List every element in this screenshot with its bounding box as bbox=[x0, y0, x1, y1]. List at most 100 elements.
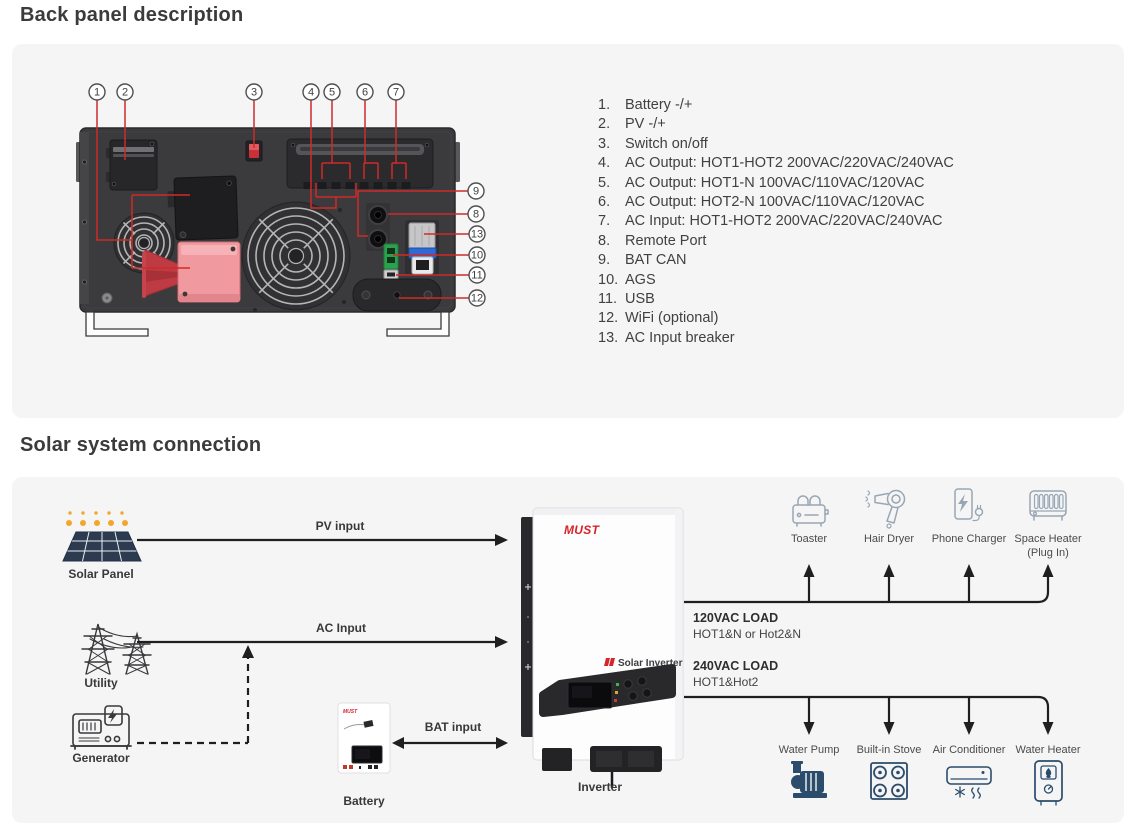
wifi-cover bbox=[352, 278, 442, 312]
water-heater-icon bbox=[1034, 760, 1063, 806]
load-label-hair-dryer: Hair Dryer bbox=[863, 533, 915, 545]
mount-foot-right bbox=[386, 311, 450, 337]
bat-can-port bbox=[368, 229, 388, 249]
legend-item-label: AC Input breaker bbox=[625, 329, 735, 346]
callout-number-13: 13 bbox=[471, 229, 483, 241]
legend-item-number: 1. bbox=[598, 97, 611, 113]
fan-right bbox=[241, 201, 351, 311]
callout-circle-13 bbox=[468, 225, 486, 243]
solar-system-section: MUST MUST Solar Inverter bbox=[12, 477, 1124, 823]
load-label-phone-charger: Phone Charger bbox=[931, 533, 1007, 545]
callout-number-5: 5 bbox=[329, 87, 335, 99]
legend-item-number: 4. bbox=[598, 155, 611, 172]
legend-item-number: 6. bbox=[598, 194, 611, 211]
legend-item: 9.BAT CAN bbox=[598, 251, 954, 270]
usb-port bbox=[383, 269, 399, 280]
legend-item: 10.AGS bbox=[598, 271, 954, 290]
callout-number-10: 10 bbox=[471, 250, 483, 262]
callout-circle-2 bbox=[116, 83, 134, 101]
legend-item: 11.USB bbox=[598, 290, 954, 309]
callout-circle-10 bbox=[468, 246, 486, 264]
back-panel-title: Back panel description bbox=[20, 4, 244, 26]
legend-item: 3.Switch on/off bbox=[598, 135, 954, 154]
generator-dashed-line bbox=[137, 658, 250, 745]
legend-item-number: 5. bbox=[598, 174, 611, 191]
inverter-back-panel bbox=[76, 127, 460, 337]
legend-item: 12.WiFi (optional) bbox=[598, 309, 954, 328]
legend-item: 4. AC Output: HOT1-HOT2 200VAC/220VAC/240… bbox=[598, 154, 954, 173]
generator-icon bbox=[70, 705, 132, 750]
load-label-water-pump: Water Pump bbox=[778, 744, 840, 756]
legend-item-number: 3. bbox=[598, 135, 611, 152]
callout-circle-1 bbox=[88, 83, 106, 101]
solar-system-diagram: MUST MUST Solar Inverter bbox=[62, 488, 1067, 806]
utility-label: Utility bbox=[84, 676, 118, 690]
bat-input-label: BAT input bbox=[424, 720, 482, 734]
legend-item: 7.AC Input: HOT1-HOT2 200VAC/220VAC/240V… bbox=[598, 212, 954, 231]
callout-line-9 bbox=[357, 190, 468, 237]
legend-item-label: AC Output: HOT2-N 100VAC/110VAC/120VAC bbox=[625, 194, 925, 211]
legend-item-label: AC Output: HOT1-HOT2 200VAC/220VAC/240VA… bbox=[625, 155, 954, 172]
load-240v-heading: 240VAC LOAD bbox=[693, 659, 779, 673]
callout-number-3: 3 bbox=[251, 87, 257, 99]
legend-item-number: 13. bbox=[598, 329, 619, 346]
load-label-air-conditioner: Air Conditioner bbox=[932, 744, 1006, 756]
legend-item-label: Battery -/+ bbox=[625, 97, 693, 113]
inverter-front-text: Solar Inverter bbox=[618, 658, 683, 669]
generator-arrowhead bbox=[242, 645, 254, 658]
legend-item-number: 10. bbox=[598, 271, 619, 288]
callout-number-11: 11 bbox=[471, 270, 482, 282]
stove-icon bbox=[870, 762, 908, 800]
load-bus-240v bbox=[684, 695, 1050, 722]
inverter-buttons bbox=[623, 676, 652, 701]
load-label-water-heater: Water Heater bbox=[1015, 744, 1081, 756]
water-pump-icon bbox=[791, 761, 827, 798]
callout-line-1 bbox=[96, 100, 190, 269]
mount-foot-left bbox=[85, 311, 149, 337]
legend-item-label: AC Output: HOT1-N 100VAC/110VAC/120VAC bbox=[625, 174, 925, 191]
load-label-space-heater: Space Heater bbox=[1014, 533, 1082, 545]
right-flange bbox=[455, 142, 460, 182]
battery-terminal-cover-positive bbox=[177, 241, 241, 303]
inverter-label: Inverter bbox=[577, 780, 623, 794]
battery-terminal-boot bbox=[142, 249, 179, 298]
legend-item-number: 2. bbox=[598, 116, 611, 133]
side-rail bbox=[80, 132, 89, 304]
legend-item: 6. AC Output: HOT2-N 100VAC/110VAC/120VAC bbox=[598, 193, 954, 212]
solar-panel-label: Solar Panel bbox=[68, 567, 134, 581]
legend-item-label: BAT CAN bbox=[625, 252, 687, 269]
load-120v-subheading: HOT1&N or Hot2&N bbox=[693, 627, 802, 641]
callout-circle-8 bbox=[467, 205, 485, 223]
hair-dryer-icon bbox=[865, 489, 906, 529]
solar-system-title: Solar system connection bbox=[20, 434, 262, 456]
pv-terminal-cover bbox=[106, 139, 158, 191]
callout-line-4 bbox=[310, 100, 357, 209]
legend-item-number: 7. bbox=[598, 213, 611, 230]
battery-terminal-cover-negative bbox=[167, 175, 239, 241]
legend-item-number: 12. bbox=[598, 310, 619, 327]
callout-number-12: 12 bbox=[471, 293, 483, 305]
generator-label: Generator bbox=[72, 751, 130, 765]
solar-panel-icon bbox=[62, 511, 142, 562]
legend-item-label: USB bbox=[625, 291, 655, 308]
inverter-unit: MUST Solar Inverter bbox=[521, 507, 684, 788]
utility-icon bbox=[81, 623, 152, 675]
ags-port bbox=[383, 243, 399, 270]
toaster-icon bbox=[792, 495, 829, 527]
callout-number-2: 2 bbox=[122, 87, 128, 99]
legend-item-label: Remote Port bbox=[625, 232, 707, 249]
air-conditioner-icon bbox=[946, 766, 992, 799]
connection-lines bbox=[137, 534, 1054, 749]
legend-item-number: 8. bbox=[598, 232, 611, 249]
callout-number-4: 4 bbox=[308, 87, 314, 99]
callout-line-7 bbox=[391, 100, 407, 179]
load-label-toaster: Toaster bbox=[790, 533, 828, 545]
ac-terminals bbox=[303, 182, 411, 189]
callout-line-5 bbox=[321, 100, 351, 179]
callout-circle-9 bbox=[467, 182, 485, 200]
callout-number-6: 6 bbox=[362, 87, 368, 99]
callout-number-1: 1 bbox=[94, 87, 100, 99]
